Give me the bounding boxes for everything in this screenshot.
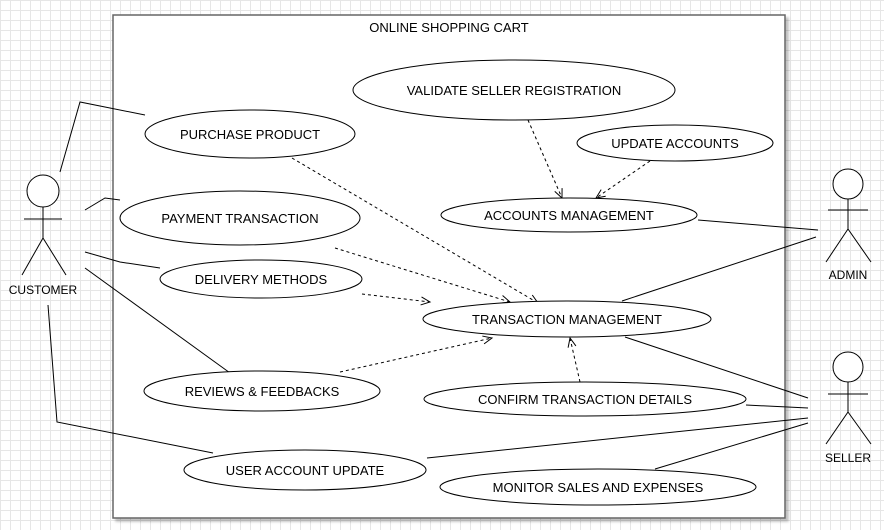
assoc-transaction-seller <box>624 336 809 399</box>
use-case-label: MONITOR SALES AND EXPENSES <box>493 480 704 495</box>
actor-admin: ADMIN <box>825 168 872 282</box>
use-case-confirm-transaction-details: CONFIRM TRANSACTION DETAILS <box>423 381 747 417</box>
actor-customer: CUSTOMER <box>9 174 78 297</box>
use-case-label: UPDATE ACCOUNTS <box>611 136 739 151</box>
actor-label: SELLER <box>825 451 871 465</box>
assoc-customer-reviews <box>84 267 238 379</box>
use-case-validate-seller-registration: VALIDATE SELLER REGISTRATION <box>352 59 676 121</box>
use-cases: PURCHASE PRODUCT PAYMENT TRANSACTION DEL… <box>119 59 774 506</box>
actor-label: CUSTOMER <box>9 283 78 297</box>
use-case-monitor-sales-expenses: MONITOR SALES AND EXPENSES <box>439 468 757 506</box>
use-case-delivery-methods: DELIVERY METHODS <box>159 259 363 299</box>
use-case-update-accounts: UPDATE ACCOUNTS <box>576 124 774 162</box>
dep-validate-accounts <box>527 119 563 200</box>
assoc-customer-payment <box>84 197 121 211</box>
use-case-label: DELIVERY METHODS <box>195 272 328 287</box>
use-case-purchase-product: PURCHASE PRODUCT <box>144 109 356 159</box>
use-case-label: REVIEWS & FEEDBACKS <box>185 384 340 399</box>
assoc-transaction-admin <box>621 236 817 302</box>
stick-figure-icon <box>825 351 872 445</box>
use-case-label: USER ACCOUNT UPDATE <box>226 463 385 478</box>
use-case-label: TRANSACTION MANAGEMENT <box>472 312 662 327</box>
assoc-customer-purchase <box>59 101 146 173</box>
dep-updateaccounts-accounts <box>594 160 651 199</box>
use-case-accounts-management: ACCOUNTS MANAGEMENT <box>440 197 698 233</box>
assoc-customer-delivery <box>84 251 161 269</box>
actor-label: ADMIN <box>829 268 868 282</box>
use-case-label: CONFIRM TRANSACTION DETAILS <box>478 392 692 407</box>
stick-figure-icon <box>825 168 872 263</box>
assoc-confirm-seller <box>745 404 809 409</box>
assoc-accounts-admin <box>697 219 819 231</box>
dep-reviews-transaction <box>339 335 494 373</box>
associations <box>47 101 819 470</box>
assoc-customer-useraccount <box>47 304 214 454</box>
assoc-useraccount-seller <box>426 417 809 459</box>
dep-confirm-transaction <box>567 336 581 383</box>
use-case-label: PAYMENT TRANSACTION <box>161 211 318 226</box>
assoc-monitor-seller <box>654 422 809 470</box>
dependencies <box>291 119 651 383</box>
actor-seller: SELLER <box>825 351 872 465</box>
use-case-label: ACCOUNTS MANAGEMENT <box>484 208 654 223</box>
system-title: ONLINE SHOPPING CART <box>369 20 528 35</box>
use-case-label: VALIDATE SELLER REGISTRATION <box>407 83 622 98</box>
use-case-user-account-update: USER ACCOUNT UPDATE <box>183 449 427 491</box>
use-case-transaction-management: TRANSACTION MANAGEMENT <box>422 300 712 338</box>
use-case-reviews-feedbacks: REVIEWS & FEEDBACKS <box>143 370 381 412</box>
stick-figure-icon <box>21 174 67 276</box>
use-case-payment-transaction: PAYMENT TRANSACTION <box>119 190 361 246</box>
use-case-label: PURCHASE PRODUCT <box>180 127 320 142</box>
dep-payment-transaction <box>334 247 512 304</box>
